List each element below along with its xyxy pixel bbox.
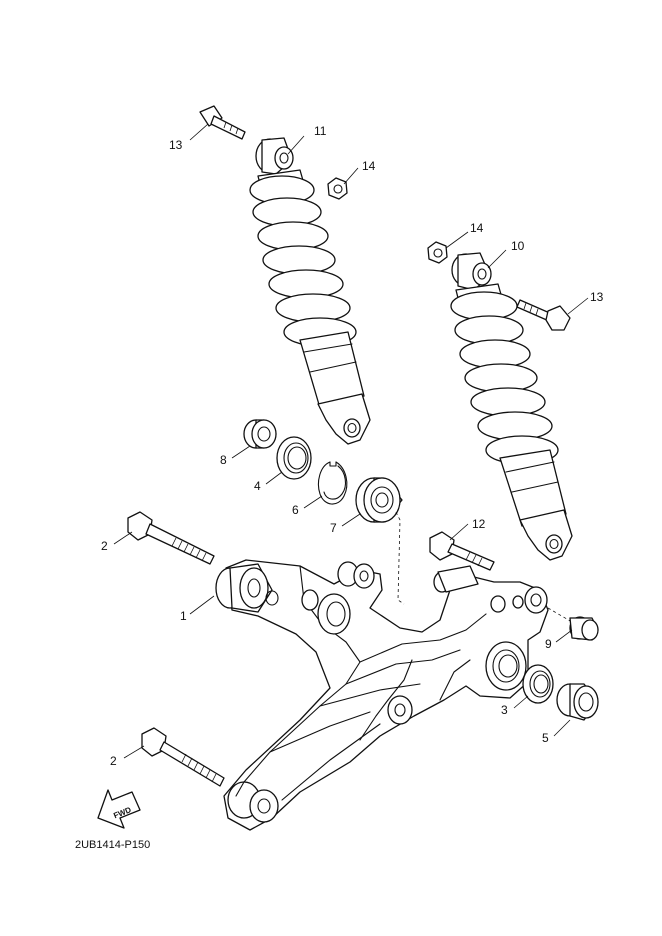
callout-2-upper: 2	[101, 539, 108, 553]
fwd-arrow-icon: FWD	[97, 789, 141, 829]
callout-5: 5	[542, 731, 549, 745]
callout-1: 1	[180, 609, 187, 623]
nut-14-right	[427, 241, 448, 264]
oil-seal-4	[276, 436, 312, 480]
leader-lines	[113, 123, 589, 759]
bolt-13-right	[516, 299, 571, 331]
diagram-code: 2UB1414-P150	[75, 839, 150, 851]
bolt-2-upper	[127, 511, 215, 565]
callout-11: 11	[314, 124, 327, 138]
upper-bushing-10	[451, 252, 492, 291]
oil-seal-3	[522, 664, 554, 704]
callout-10: 10	[511, 239, 525, 253]
bolt-13-left	[199, 105, 246, 140]
collar-5	[556, 683, 599, 721]
rear-shock-absorber-left	[199, 105, 371, 445]
rear-arm-1	[215, 559, 549, 831]
rear-shock-absorber-right	[427, 241, 573, 561]
callout-13-right: 13	[590, 290, 604, 304]
damper-body-left	[299, 331, 371, 445]
callout-13-left: 13	[169, 138, 183, 152]
callout-14-right: 14	[470, 221, 484, 235]
circlip-6	[317, 461, 348, 505]
damper-body-right	[499, 449, 573, 561]
callout-3: 3	[501, 703, 508, 717]
bolt-2-lower	[141, 727, 225, 787]
bolt-12	[429, 531, 495, 571]
callout-4: 4	[254, 479, 261, 493]
callout-6: 6	[292, 503, 299, 517]
collar-8	[243, 419, 277, 449]
upper-bushing-11	[255, 137, 294, 175]
callout-2-lower: 2	[110, 754, 117, 768]
callout-7: 7	[330, 521, 337, 535]
callout-8: 8	[220, 453, 227, 467]
collar-9	[547, 607, 599, 641]
callout-labels: 13 11 14 14 10 13 8 4 6 7 2 12 1 9 3 5 2	[101, 124, 604, 768]
callout-12: 12	[472, 517, 486, 531]
assembly-line-bearing	[395, 511, 405, 605]
callout-9: 9	[545, 637, 552, 651]
nut-14-left	[327, 177, 348, 200]
bearing-7	[355, 477, 403, 523]
coil-spring-left	[249, 169, 357, 347]
callout-14-left: 14	[362, 159, 376, 173]
